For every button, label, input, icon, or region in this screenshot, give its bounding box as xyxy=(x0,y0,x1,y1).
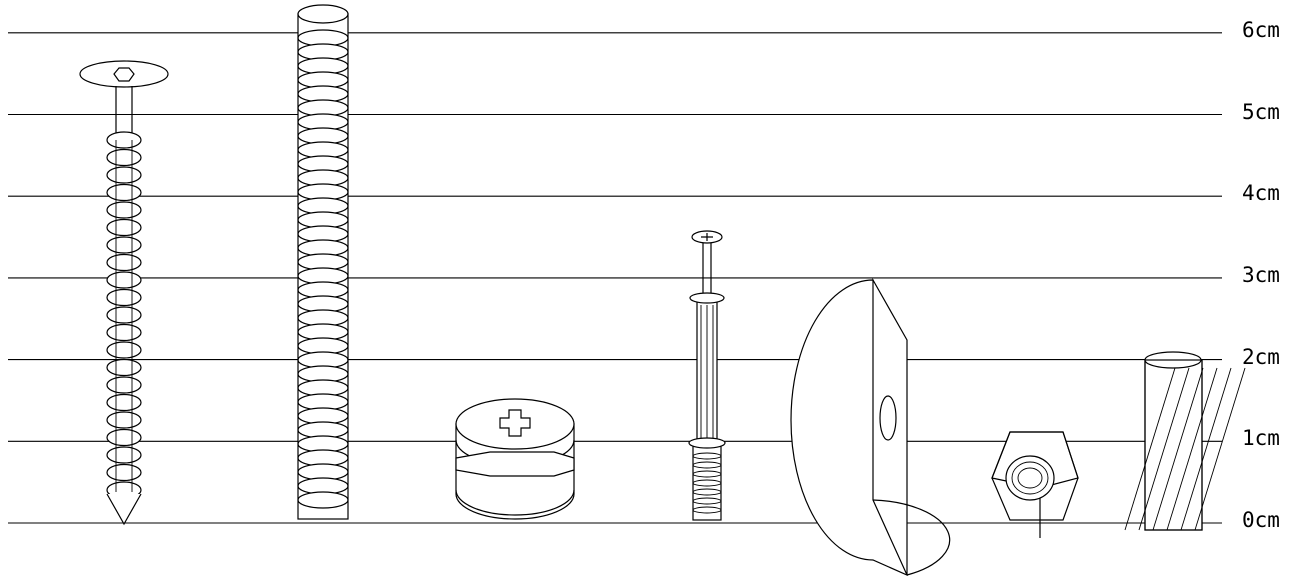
scale-label-1: 1cm xyxy=(1242,426,1280,451)
scale-label-2: 2cm xyxy=(1242,344,1280,369)
cam-lock-barrel xyxy=(455,398,575,520)
scale-gridlines xyxy=(8,32,1222,524)
scale-label-4: 4cm xyxy=(1242,181,1280,206)
threaded-dowel xyxy=(1124,351,1246,531)
scale-label-6: 6cm xyxy=(1242,17,1280,42)
threaded-rod xyxy=(297,4,349,520)
scale-label-0: 0cm xyxy=(1242,508,1280,532)
expansion-anchor xyxy=(688,230,726,521)
scale-label-3: 3cm xyxy=(1242,262,1280,287)
hex-nut xyxy=(991,431,1079,538)
scale-label-5: 5cm xyxy=(1242,99,1280,124)
countersunk-washer xyxy=(790,277,951,576)
wood-screw xyxy=(79,60,169,526)
